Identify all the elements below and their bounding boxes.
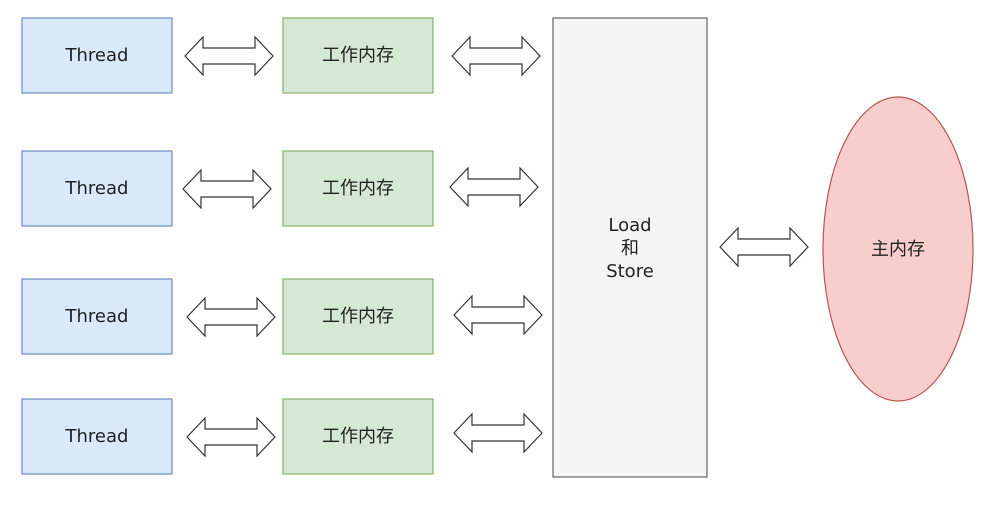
load-store-node[interactable]: Load 和 Store (552, 17, 708, 478)
thread-node-box (21, 278, 173, 355)
double-arrow-connector (186, 416, 276, 458)
main-memory-node[interactable]: 主内存 (822, 96, 974, 402)
double-arrow-connector (453, 294, 543, 336)
working-memory-node-box (282, 398, 434, 475)
thread-node[interactable]: Thread (21, 278, 173, 355)
double-arrow-connector (451, 35, 541, 77)
thread-node-label: Thread (65, 306, 129, 327)
double-arrow-connector (453, 412, 543, 454)
thread-node-box (21, 398, 173, 475)
double-arrow-connector (186, 296, 276, 338)
load-store-node-box (552, 17, 708, 478)
thread-node-label: Thread (65, 45, 129, 66)
thread-node[interactable]: Thread (21, 150, 173, 227)
working-memory-node-label: 工作内存 (322, 178, 394, 199)
working-memory-node-label: 工作内存 (322, 426, 394, 447)
working-memory-node[interactable]: 工作内存 (282, 278, 434, 355)
load-store-node-label-line-3: Store (606, 261, 654, 282)
working-memory-node-label: 工作内存 (322, 45, 394, 66)
thread-node[interactable]: Thread (21, 17, 173, 94)
double-arrow-connector (184, 35, 274, 77)
thread-node-label: Thread (65, 426, 129, 447)
thread-node-box (21, 17, 173, 94)
thread-node-box (21, 150, 173, 227)
double-arrow-connector (182, 168, 272, 210)
double-arrow-connector (449, 166, 539, 208)
working-memory-node-box (282, 150, 434, 227)
working-memory-node[interactable]: 工作内存 (282, 150, 434, 227)
load-store-node-label-line-2: 和 (621, 238, 639, 259)
working-memory-node-box (282, 278, 434, 355)
main-memory-node-label: 主内存 (871, 239, 925, 260)
working-memory-node[interactable]: 工作内存 (282, 398, 434, 475)
double-arrow-connector (719, 226, 809, 268)
working-memory-node-box (282, 17, 434, 94)
working-memory-node-label: 工作内存 (322, 306, 394, 327)
thread-node[interactable]: Thread (21, 398, 173, 475)
main-memory-node-shape (822, 96, 974, 402)
working-memory-node[interactable]: 工作内存 (282, 17, 434, 94)
load-store-node-label-line-1: Load (608, 215, 651, 236)
thread-node-label: Thread (65, 178, 129, 199)
